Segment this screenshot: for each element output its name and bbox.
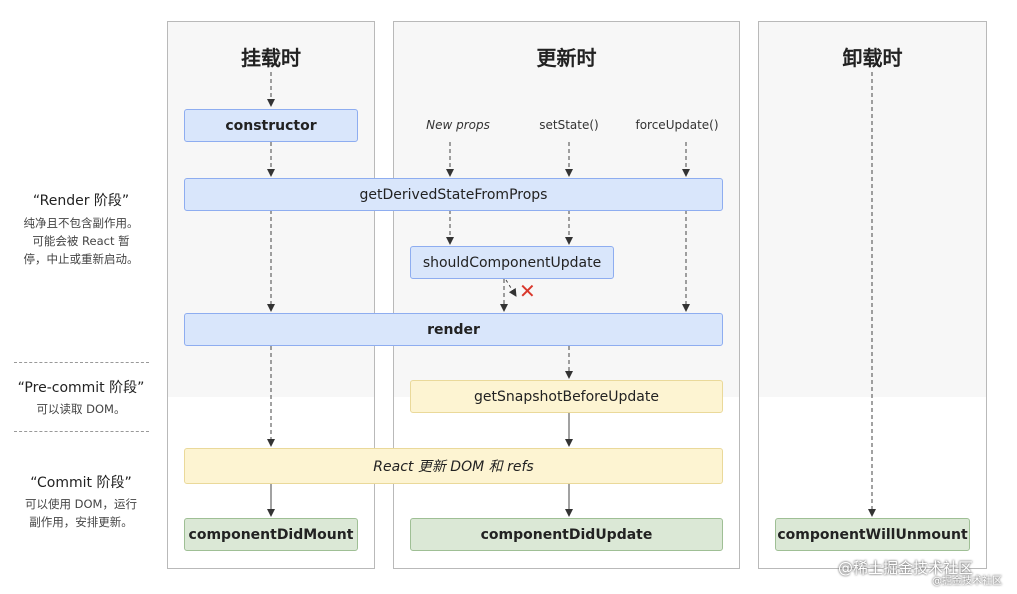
commit-phase-desc-line: 副作用，安排更新。 [29, 515, 133, 529]
node-should-component-update: shouldComponentUpdate [410, 246, 614, 279]
phase-divider [14, 431, 149, 432]
trigger-new-props: New props [426, 118, 490, 132]
update-column-title: 更新时 [536, 46, 597, 70]
node-constructor: constructor [184, 109, 358, 142]
commit-phase-title: “Commit 阶段” [30, 475, 132, 491]
watermark: @稀土掘金技术社区 [838, 559, 974, 577]
precommit-phase-desc-line: 可以读取 DOM。 [36, 402, 126, 416]
render-phase-title: “Render 阶段” [32, 193, 130, 209]
trigger-set-state: setState() [539, 118, 599, 132]
node-component-will-unmount: componentWillUnmount [775, 518, 970, 551]
precommit-phase-title: “Pre-commit 阶段” [17, 380, 145, 396]
node-component-did-update: componentDidUpdate [410, 518, 723, 551]
node-component-did-mount: componentDidMount [184, 518, 358, 551]
node-get-derived-state-from-props: getDerivedStateFromProps [184, 178, 723, 211]
node-react-update-dom: React 更新 DOM 和 refs [184, 448, 723, 484]
render-phase-desc-line: 纯净且不包含副作用。 [23, 216, 139, 230]
unmount-column-title: 卸载时 [842, 46, 903, 70]
mount-column-title: 挂载时 [241, 46, 301, 70]
render-phase-desc-line: 停，中止或重新启动。 [23, 252, 139, 266]
trigger-force-update: forceUpdate() [635, 118, 719, 132]
render-phase-desc-line: 可能会被 React 暂 [32, 234, 130, 248]
reject-icon: ✕ [519, 279, 536, 303]
node-render: render [184, 313, 723, 346]
node-get-snapshot-before-update: getSnapshotBeforeUpdate [410, 380, 723, 413]
render-phase-desc: 纯净且不包含副作用。 可能会被 React 暂 停，中止或重新启动。 [6, 214, 156, 268]
phase-divider [14, 362, 149, 363]
commit-phase-desc-line: 可以使用 DOM，运行 [25, 497, 137, 511]
commit-phase-desc: 可以使用 DOM，运行 副作用，安排更新。 [6, 495, 156, 531]
arrow-should-rejected [505, 279, 517, 297]
precommit-phase-desc: 可以读取 DOM。 [6, 400, 156, 418]
watermark-small: @掘金技术社区 [932, 576, 1002, 587]
